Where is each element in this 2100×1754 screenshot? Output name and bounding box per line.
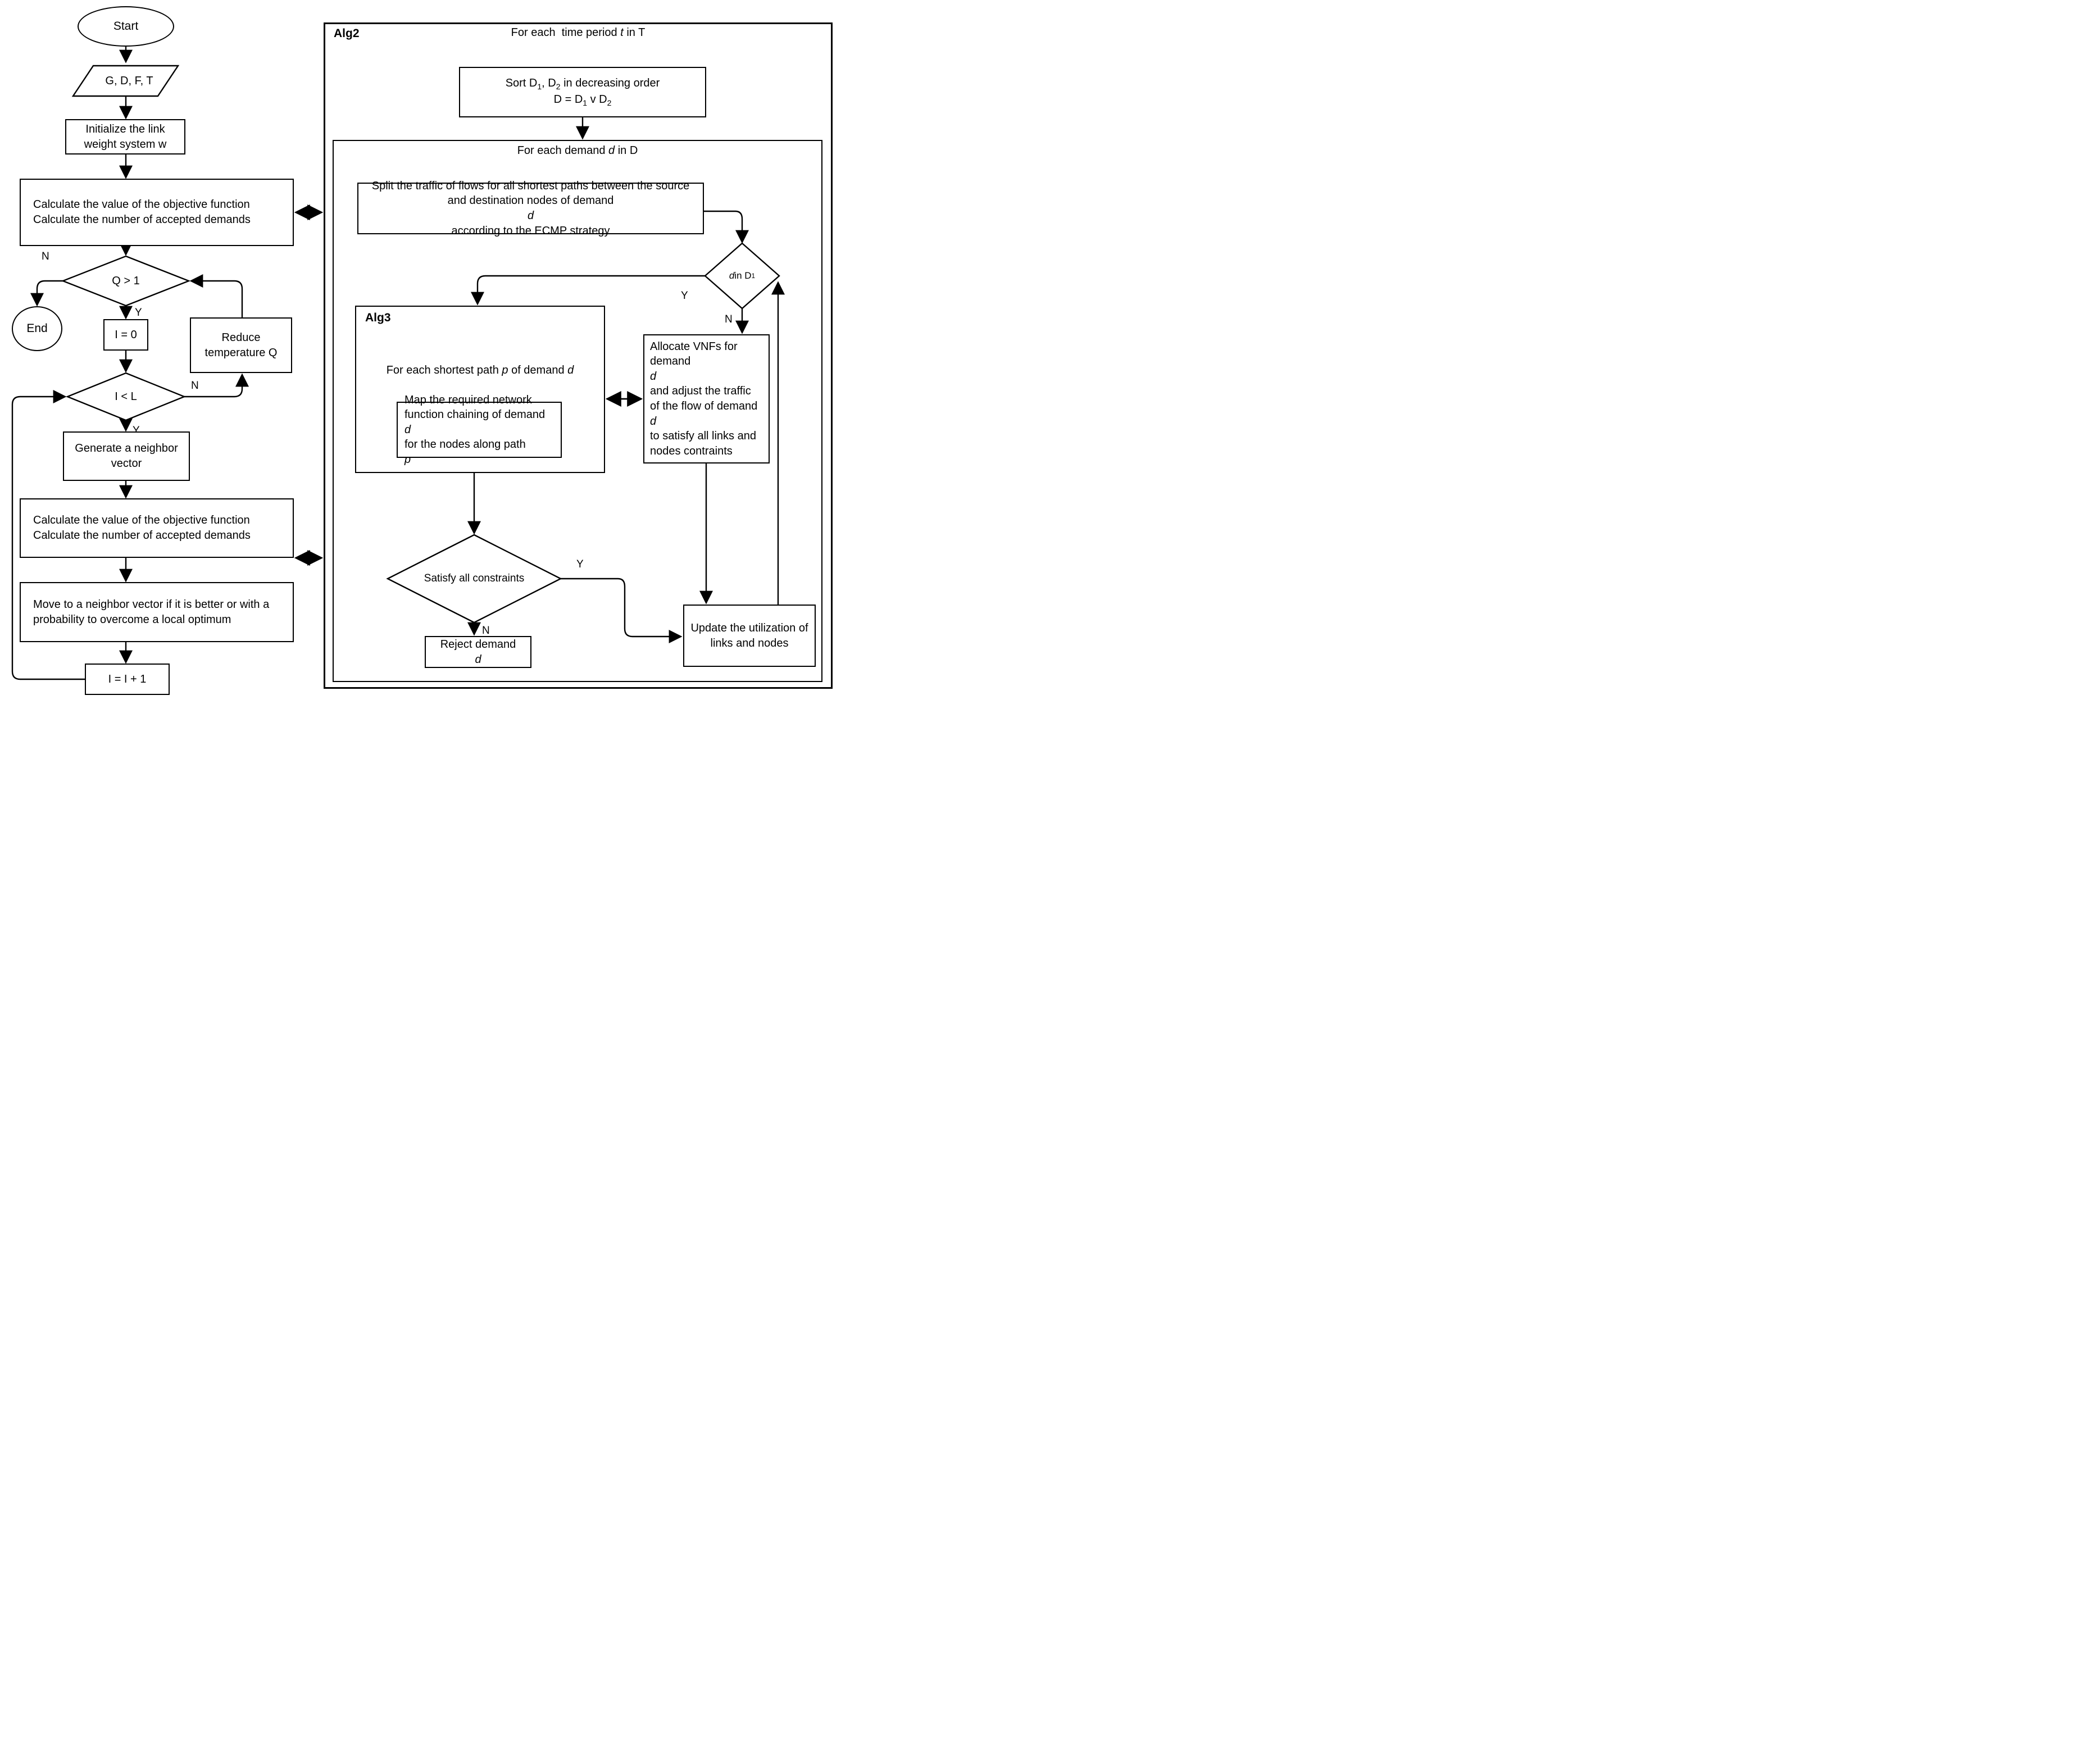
demand-loop-header: For each demand d in D (517, 144, 638, 157)
alg2-header: For each time period t in T (511, 26, 646, 39)
il-no-label: N (191, 380, 199, 392)
d1-decision-diamond (704, 242, 780, 310)
calculate2-line2: Calculate the number of accepted demands (33, 529, 251, 542)
reduce-temperature-process: Reduce temperature Q (190, 317, 292, 373)
update-process: Update the utilization of links and node… (683, 605, 816, 667)
q-decision-label: Q > 1 (112, 274, 140, 287)
path-increment-loop-to-il (11, 390, 85, 680)
alg3-header: For each shortest path p of demand d (386, 364, 574, 376)
d1-no-label: N (725, 313, 733, 325)
sort-process: Sort D1, D2 in decreasing order D = D1 v… (459, 67, 706, 117)
calculate1-line1: Calculate the value of the objective fun… (33, 198, 250, 211)
alg2-container (324, 22, 833, 689)
satisfy-no-label: N (482, 625, 490, 637)
input-label: G, D, F, T (105, 74, 153, 87)
alg3-title: Alg3 (365, 311, 391, 324)
d1-yes-label: Y (681, 290, 688, 302)
satisfy-yes-label: Y (576, 558, 584, 570)
calculate1-line2: Calculate the number of accepted demands (33, 213, 251, 226)
increment-process: I = I + 1 (85, 664, 170, 695)
path-d1-yes-to-alg3 (471, 275, 705, 306)
calculate-process-2: Calculate the value of the objective fun… (20, 498, 294, 558)
split-process: Split the traffic of flows for all short… (357, 180, 704, 237)
demand-loop-container (333, 140, 822, 682)
satisfy-decision-diamond (386, 534, 562, 624)
allocate-process: Allocate VNFs for demand d and adjust th… (643, 334, 770, 464)
il-decision-diamond (65, 372, 187, 421)
start-terminator: Start (78, 6, 174, 47)
connector-layer (11, 47, 785, 680)
q-decision-diamond (61, 255, 191, 307)
q-yes-label: Y (135, 307, 142, 319)
path-q-no-to-end (30, 280, 63, 307)
i-zero-process: I = 0 (103, 319, 148, 351)
q-no-label: N (42, 251, 49, 262)
satisfy-decision-label: Satisfy all constraints (424, 572, 525, 584)
path-satisfy-yes-to-update (561, 578, 683, 643)
calculate2-line1: Calculate the value of the objective fun… (33, 514, 250, 527)
sort-line1: Sort D1, D2 in decreasing order (505, 77, 660, 92)
path-il-no-to-reduce (184, 373, 249, 398)
input-parallelogram (71, 65, 180, 97)
path-split-to-d1 (704, 210, 749, 244)
calculate-process-1: Calculate the value of the objective fun… (20, 179, 294, 246)
move-process: Move to a neighbor vector if it is bette… (20, 582, 294, 642)
sort-line2: D = D1 v D2 (553, 93, 612, 107)
flowchart-canvas: Alg2 For each time period t in T Sort D1… (0, 0, 840, 702)
generate-process: Generate a neighbor vector (63, 431, 190, 481)
init-process: Initialize the link weight system w (65, 119, 185, 155)
map-process: Map the required network function chaini… (397, 394, 562, 466)
end-terminator: End (12, 306, 62, 351)
reject-process: Reject demand d (425, 636, 531, 668)
alg2-title: Alg2 (334, 27, 360, 40)
il-decision-label: I < L (115, 390, 137, 403)
alg3-container (355, 306, 605, 473)
path-reduce-to-q (189, 274, 243, 317)
